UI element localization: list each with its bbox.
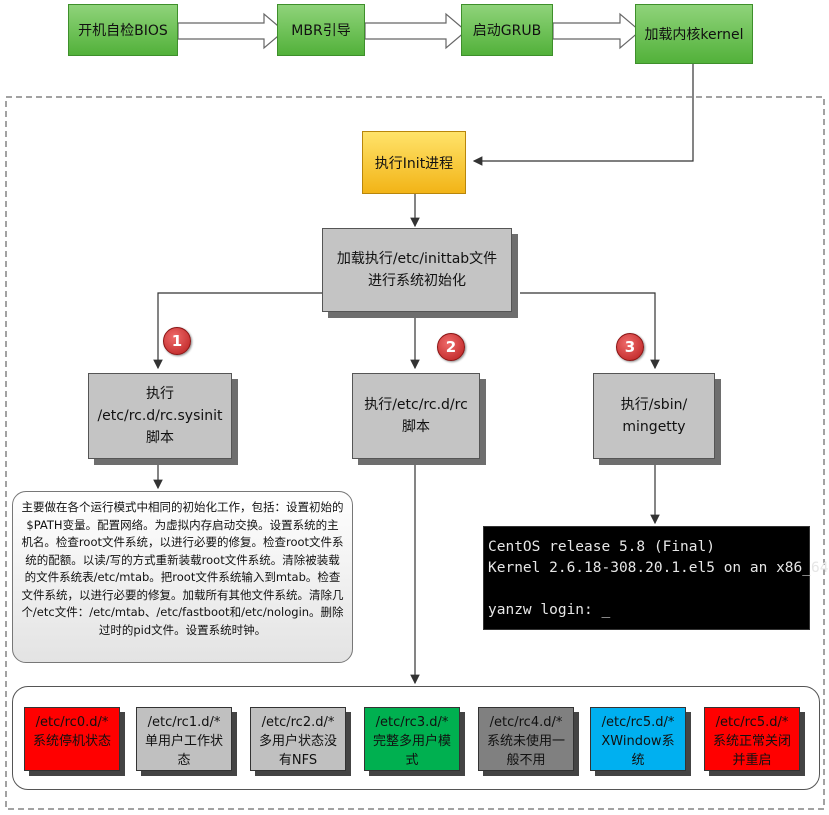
init-process-box: 执行Init进程	[362, 131, 466, 194]
runlevel-desc: 单用户工作状态	[144, 734, 223, 768]
runlevel-box-4: /etc/rc4.d/* 系统未使用一般不用	[478, 707, 574, 771]
runlevel-path: /etc/rc1.d/*	[147, 715, 221, 730]
runlevel-path: /etc/rc4.d/*	[489, 715, 563, 730]
runlevel-path: /etc/rc2.d/*	[261, 715, 335, 730]
badge-number: 2	[445, 338, 457, 356]
branch-line: mingetty	[622, 419, 686, 435]
runlevel-desc: 系统停机状态	[32, 734, 111, 749]
arrow-branch-1	[153, 292, 322, 370]
boot-step-kernel: 加载内核kernel	[635, 4, 753, 64]
login-terminal: CentOS release 5.8 (Final) Kernel 2.6.18-…	[483, 526, 829, 630]
runlevel-desc: 多用户状态没有NFS	[258, 734, 337, 768]
branch-line: 执行/etc/rc.d/rc	[364, 397, 468, 413]
arrow-branch-3	[520, 292, 660, 370]
branch-sysinit: 执行 /etc/rc.d/rc.sysinit 脚本	[88, 373, 232, 459]
runlevel-box-3: /etc/rc3.d/* 完整多用户模式	[364, 707, 460, 771]
step-badge-1: 1	[163, 327, 191, 355]
dashed-frame	[5, 96, 825, 810]
boot-step-bios: 开机自检BIOS	[68, 4, 178, 56]
sysinit-description-note: 主要做在各个运行模式中相同的初始化工作，包括：设置初始的$PATH变量。配置网络…	[12, 491, 353, 663]
terminal-line-3: yanzw login: _	[488, 602, 611, 618]
boot-step-label: 启动GRUB	[472, 23, 542, 39]
runlevel-box-5: /etc/rc5.d/* XWindow系统	[590, 707, 686, 771]
branch-line: 执行	[146, 386, 174, 402]
branch-line: 执行/sbin/	[620, 397, 688, 413]
terminal-line-1: CentOS release 5.8 (Final)	[488, 539, 715, 555]
runlevel-path: /etc/rc5.d/*	[601, 715, 675, 730]
branch-line: 脚本	[146, 430, 174, 446]
runlevel-desc: 系统正常关闭并重启	[712, 734, 791, 768]
arrow-kernel-init	[472, 64, 694, 166]
boot-step-label: MBR引导	[291, 23, 351, 39]
inittab-box: 加载执行/etc/inittab文件 进行系统初始化	[322, 228, 512, 312]
step-badge-2: 2	[437, 333, 465, 361]
runlevel-box-0: /etc/rc0.d/* 系统停机状态	[24, 707, 120, 771]
step-badge-3: 3	[616, 333, 644, 361]
boot-step-grub: 启动GRUB	[461, 4, 553, 56]
runlevel-desc: XWindow系统	[601, 734, 675, 768]
boot-step-label: 加载内核kernel	[644, 27, 744, 43]
runlevel-desc: 系统未使用一般不用	[486, 734, 565, 768]
runlevel-desc: 完整多用户模式	[372, 734, 451, 768]
runlevel-box-6: /etc/rc5.d/* 系统正常关闭并重启	[704, 707, 800, 771]
branch-mingetty: 执行/sbin/ mingetty	[593, 373, 715, 459]
boot-step-label: 开机自检BIOS	[78, 23, 168, 39]
runlevel-box-2: /etc/rc2.d/* 多用户状态没有NFS	[250, 707, 346, 771]
branch-line: 脚本	[402, 419, 430, 435]
sysinit-description: 主要做在各个运行模式中相同的初始化工作，包括：设置初始的$PATH变量。配置网络…	[21, 500, 344, 637]
branch-rc: 执行/etc/rc.d/rc 脚本	[352, 373, 480, 459]
runlevel-path: /etc/rc5.d/*	[715, 715, 789, 730]
badge-number: 3	[624, 338, 636, 356]
inittab-line1: 加载执行/etc/inittab文件	[336, 251, 498, 267]
runlevel-box-1: /etc/rc1.d/* 单用户工作状态	[136, 707, 232, 771]
terminal-line-2: Kernel 2.6.18-308.20.1.el5 on an x86_64	[488, 560, 829, 576]
runlevel-path: /etc/rc3.d/*	[375, 715, 449, 730]
runlevel-path: /etc/rc0.d/*	[35, 715, 109, 730]
inittab-line2: 进行系统初始化	[368, 273, 466, 289]
boot-arrows	[177, 12, 641, 50]
init-label: 执行Init进程	[374, 155, 454, 172]
badge-number: 1	[171, 332, 183, 350]
branch-line: /etc/rc.d/rc.sysinit	[97, 408, 223, 424]
boot-step-mbr: MBR引导	[277, 4, 365, 56]
